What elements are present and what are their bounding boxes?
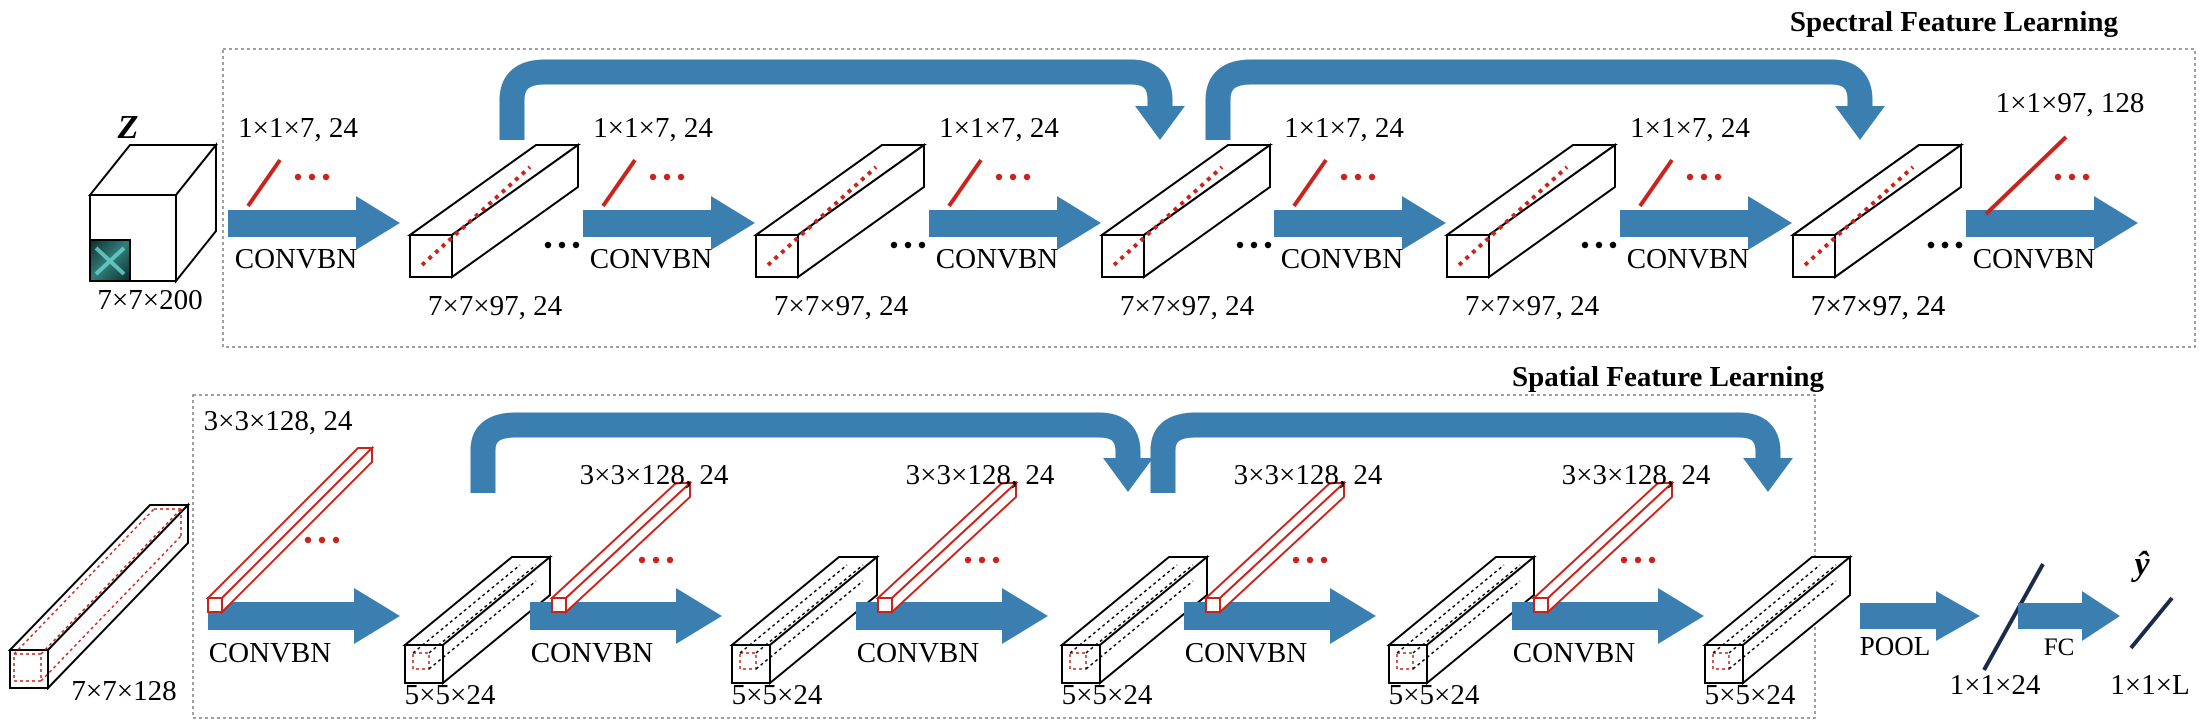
spectral-kernel-size: 1×1×97, 128 — [1996, 87, 2145, 119]
spectral-kernel-size: 1×1×7, 24 — [939, 112, 1059, 144]
spatial-skip-connection-2 — [1150, 412, 1781, 493]
spectral-kernel — [601, 158, 685, 208]
spectral-feature-size: 7×7×97, 24 — [774, 290, 909, 322]
spatial-kernel — [1203, 480, 1347, 615]
convbn-label: CONVBN — [1281, 243, 1404, 275]
spectral-skip-arrowhead-2 — [1835, 106, 1885, 140]
convbn-label: CONVBN — [235, 243, 358, 275]
spectral-ellipsis — [1236, 241, 1272, 249]
convbn-arrow — [1274, 196, 1446, 250]
spectral-skip-connection-2 — [1205, 59, 1873, 140]
input-cube-z — [87, 142, 219, 284]
spectral-ellipsis — [890, 241, 926, 249]
spatial-section-title: Spatial Feature Learning — [1512, 361, 1825, 393]
spatial-feature-cube — [1702, 554, 1853, 686]
spatial-kernel — [205, 445, 375, 615]
spectral-feature-size: 7×7×97, 24 — [428, 290, 563, 322]
spectral-skip-arrowhead-1 — [1135, 106, 1185, 140]
spectral-kernel — [1638, 158, 1722, 208]
spatial-kernel-size: 3×3×128, 24 — [906, 459, 1055, 491]
spectral-feature-cube — [752, 143, 928, 279]
spectral-kernel-trace — [1112, 165, 1224, 267]
spatial-feature-size: 5×5×24 — [1705, 679, 1796, 711]
output-vector — [2129, 596, 2174, 650]
spatial-kernel — [1531, 480, 1675, 615]
spatial-feature-cube — [1386, 554, 1537, 686]
spectral-kernel-size: 1×1×7, 24 — [1630, 112, 1750, 144]
spectral-kernel — [947, 158, 1031, 208]
spectral-kernel-size: 1×1×7, 24 — [593, 112, 713, 144]
convbn-arrow — [228, 196, 400, 250]
convbn-label: CONVBN — [1185, 637, 1308, 669]
spectral-kernel — [1984, 135, 2090, 216]
spectral-feature-size: 7×7×97, 24 — [1811, 290, 1946, 322]
spatial-feature-cube — [729, 554, 880, 686]
convbn-label: CONVBN — [590, 243, 713, 275]
fc-arrow — [2018, 591, 2120, 641]
convbn-arrow — [583, 196, 755, 250]
convbn-label: CONVBN — [1627, 243, 1750, 275]
spatial-skip-arrowhead-2 — [1743, 458, 1793, 492]
spectral-feature-cube — [1443, 143, 1619, 279]
spatial-input-size: 7×7×128 — [71, 675, 176, 707]
spatial-feature-cube — [402, 554, 553, 686]
spectral-kernel-trace — [1803, 165, 1915, 267]
spectral-feature-size: 7×7×97, 24 — [1811, 290, 1946, 322]
pool-arrow — [1860, 591, 1980, 641]
spectral-kernel-size: 1×1×7, 24 — [238, 112, 358, 144]
spectral-feature-size: 7×7×97, 24 — [1120, 290, 1255, 322]
convbn-label: CONVBN — [531, 637, 654, 669]
spectral-feature-cube — [1789, 143, 1965, 279]
spatial-feature-cube — [1059, 554, 1210, 686]
output-symbol: ŷ — [2130, 546, 2150, 583]
input-z-size: 7×7×200 — [97, 284, 202, 316]
convbn-arrow — [208, 588, 400, 644]
convbn-label: CONVBN — [857, 637, 980, 669]
spatial-kernel — [875, 480, 1019, 615]
output-size: 1×1×L — [2110, 669, 2189, 701]
convbn-label: CONVBN — [209, 637, 332, 669]
convbn-label: CONVBN — [1973, 243, 2096, 275]
spectral-kernel-size: 1×1×7, 24 — [1284, 112, 1404, 144]
input-z-symbol: Z — [117, 109, 139, 146]
spectral-ellipsis — [1581, 241, 1617, 249]
spectral-kernel-trace — [420, 165, 532, 267]
spectral-feature-size: 7×7×97, 24 — [1465, 290, 1600, 322]
spectral-skip-connection-1 — [499, 59, 1173, 140]
spectral-kernel — [1292, 158, 1376, 208]
spectral-section-title: Spectral Feature Learning — [1790, 6, 2119, 38]
spectral-ellipsis — [544, 241, 580, 249]
spectral-kernel-trace — [766, 165, 878, 267]
spectral-feature-cube — [406, 143, 582, 279]
convbn-label: CONVBN — [1513, 637, 1636, 669]
pooled-size: 1×1×24 — [1950, 669, 2041, 701]
spatial-input-cube — [7, 502, 191, 691]
fc-label: FC — [2044, 634, 2075, 661]
spectral-kernel-trace — [1457, 165, 1569, 267]
spatial-feature-size: 5×5×24 — [405, 679, 496, 711]
spatial-feature-size: 5×5×24 — [1389, 679, 1480, 711]
spectral-feature-cube — [1098, 143, 1274, 279]
spectral-ellipsis — [1927, 241, 1963, 249]
spatial-kernel — [549, 480, 693, 615]
spatial-kernel-size: 3×3×128, 24 — [580, 459, 729, 491]
convbn-arrow — [1184, 588, 1376, 644]
spatial-kernel-size: 3×3×128, 24 — [204, 405, 353, 437]
convbn-arrow — [1966, 196, 2138, 250]
spatial-feature-size: 5×5×24 — [1062, 679, 1153, 711]
pooled-vector — [1982, 563, 2045, 671]
spatial-kernel-size: 3×3×128, 24 — [1562, 459, 1711, 491]
convbn-label: CONVBN — [936, 243, 1059, 275]
spatial-skip-connection-1 — [470, 412, 1141, 493]
convbn-arrow — [929, 196, 1101, 250]
convbn-arrow — [1620, 196, 1792, 250]
spatial-kernel-size: 3×3×128, 24 — [1234, 459, 1383, 491]
spectral-section-border — [222, 48, 2196, 348]
pool-label: POOL — [1860, 631, 1931, 661]
spectral-kernel — [246, 158, 330, 208]
spatial-skip-arrowhead-1 — [1103, 458, 1153, 492]
spatial-feature-size: 5×5×24 — [732, 679, 823, 711]
